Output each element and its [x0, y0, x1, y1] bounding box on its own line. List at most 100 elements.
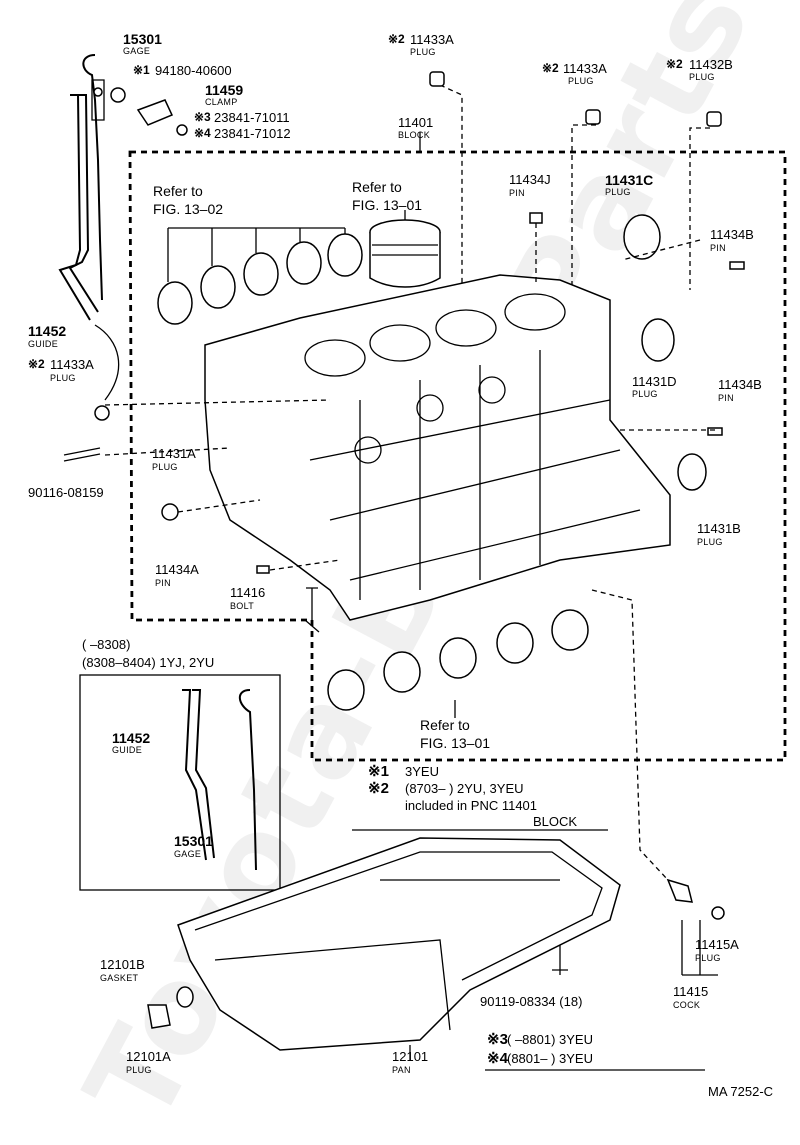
label-11459: 11459: [205, 82, 244, 98]
gasket-12101b: [176, 986, 194, 1008]
label-pin-b1: PIN: [710, 243, 726, 253]
label-plug-a: PLUG: [410, 47, 436, 57]
label-guide-box: GUIDE: [112, 745, 143, 755]
label-11434j: 11434J: [509, 172, 551, 187]
range-line1: ( –8308): [82, 637, 131, 652]
plug-11431a: [161, 503, 179, 521]
mark-2c: ※2: [666, 57, 683, 71]
label-11433a-top: 11433A: [410, 32, 454, 47]
bearings-bottom: [327, 609, 589, 711]
range-line2: (8308–8404) 1YJ, 2YU: [82, 655, 215, 670]
bolt-11416: [304, 587, 320, 633]
plug-11433a-left: [94, 405, 110, 421]
label-23841-71011: 23841-71011: [214, 110, 290, 125]
label-11434b-mid: 11434B: [718, 377, 762, 392]
label-pin-j: PIN: [509, 188, 525, 198]
label-plug-c: PLUG: [689, 72, 715, 82]
ref-1302-line1: Refer to: [153, 183, 203, 199]
ref-1301-bottom-line2: FIG. 13–01: [420, 735, 491, 751]
label-pin-a: PIN: [155, 578, 171, 588]
ref-1301-line2: FIG. 13–01: [352, 197, 423, 213]
guide-arrow: [94, 324, 120, 401]
label-plug-j: PLUG: [695, 953, 721, 963]
label-90119-08334: 90119-08334 (18): [480, 994, 583, 1009]
label-12101b: 12101B: [100, 957, 145, 972]
label-plug-e: PLUG: [50, 373, 76, 383]
mark-3: ※3: [194, 110, 211, 124]
label-pan: PAN: [392, 1065, 411, 1075]
note-2-text: (8703– ) 2YU, 3YEU: [405, 781, 524, 796]
label-gage-top: GAGE: [123, 46, 151, 56]
bolt-90119: [552, 945, 568, 975]
label-pin-b2: PIN: [718, 393, 734, 403]
label-guide-top: GUIDE: [28, 339, 59, 349]
label-plug-d: PLUG: [605, 187, 631, 197]
plug-11433a-top: [429, 71, 445, 87]
label-11433a-left: 11433A: [50, 357, 94, 372]
label-cock: COCK: [673, 1000, 701, 1010]
label-11431a: 11431A: [152, 446, 196, 461]
label-plug-b: PLUG: [568, 76, 594, 86]
plug-11432b: [706, 111, 722, 127]
pin-11434b-mid: [707, 427, 723, 436]
label-94180-40600: 94180-40600: [155, 63, 232, 78]
mark-4: ※4: [194, 126, 211, 140]
block-boundary: [128, 150, 787, 762]
label-11452-top: 11452: [28, 323, 67, 339]
piston: [369, 219, 441, 288]
note-2-text3: BLOCK: [533, 814, 578, 829]
label-11433a-mid: 11433A: [563, 61, 607, 76]
plug-11431d: [641, 318, 675, 362]
note-3-mark: ※3: [487, 1031, 508, 1048]
bearings-top: [157, 233, 363, 325]
mark-2a: ※2: [388, 32, 405, 46]
dipstick-gauge-top: [82, 54, 105, 301]
label-block: BLOCK: [398, 130, 431, 140]
note-4-text: (8801– ) 3YEU: [507, 1051, 593, 1066]
stud-90116: [63, 447, 101, 462]
label-plug-f: PLUG: [632, 389, 658, 399]
cock-11415: [666, 878, 693, 903]
note-4-mark: ※4: [487, 1050, 508, 1067]
label-11431c: 11431C: [605, 172, 654, 188]
oil-pan: [177, 837, 621, 1051]
note-1-mark: ※1: [368, 763, 389, 780]
label-12101: 12101: [392, 1049, 429, 1064]
label-11415a: 11415A: [695, 937, 739, 952]
label-15301-top: 15301: [123, 31, 162, 47]
clamp-part: [110, 87, 188, 136]
label-11431d: 11431D: [632, 374, 677, 389]
note-1-text: 3YEU: [405, 764, 439, 779]
label-plug-i: PLUG: [126, 1065, 152, 1075]
label-clamp: CLAMP: [205, 97, 238, 107]
note-2-mark: ※2: [368, 780, 389, 797]
label-12101a: 12101A: [126, 1049, 171, 1064]
label-11415: 11415: [673, 984, 709, 999]
ref-1301-bottom-line1: Refer to: [420, 717, 470, 733]
engine-block: [204, 274, 671, 621]
mark-2b: ※2: [542, 61, 559, 75]
ref-1302-line2: FIG. 13–02: [153, 201, 224, 217]
label-gasket: GASKET: [100, 973, 139, 983]
label-11434a: 11434A: [155, 562, 199, 577]
label-23841-71012: 23841-71012: [214, 126, 291, 141]
pin-11434a: [256, 565, 270, 574]
plug-11431b: [677, 453, 707, 491]
plug-11433a-mid: [585, 109, 601, 125]
ref-1301-line1: Refer to: [352, 179, 402, 195]
label-gage-box: GAGE: [174, 849, 202, 859]
plug-11415a: [711, 906, 725, 920]
label-11452-box: 11452: [112, 730, 151, 746]
plug-12101a: [147, 1004, 171, 1029]
label-bolt: BOLT: [230, 601, 255, 611]
note-3-text: ( –8801) 3YEU: [507, 1032, 593, 1047]
label-11432b: 11432B: [689, 57, 733, 72]
label-11434b-top: 11434B: [710, 227, 754, 242]
label-plug-h: PLUG: [697, 537, 723, 547]
pin-11434j: [529, 212, 543, 224]
label-plug-g: PLUG: [152, 462, 178, 472]
variant-box: [79, 674, 281, 891]
label-90116-08159: 90116-08159: [28, 485, 104, 500]
mark-2d: ※2: [28, 357, 45, 371]
